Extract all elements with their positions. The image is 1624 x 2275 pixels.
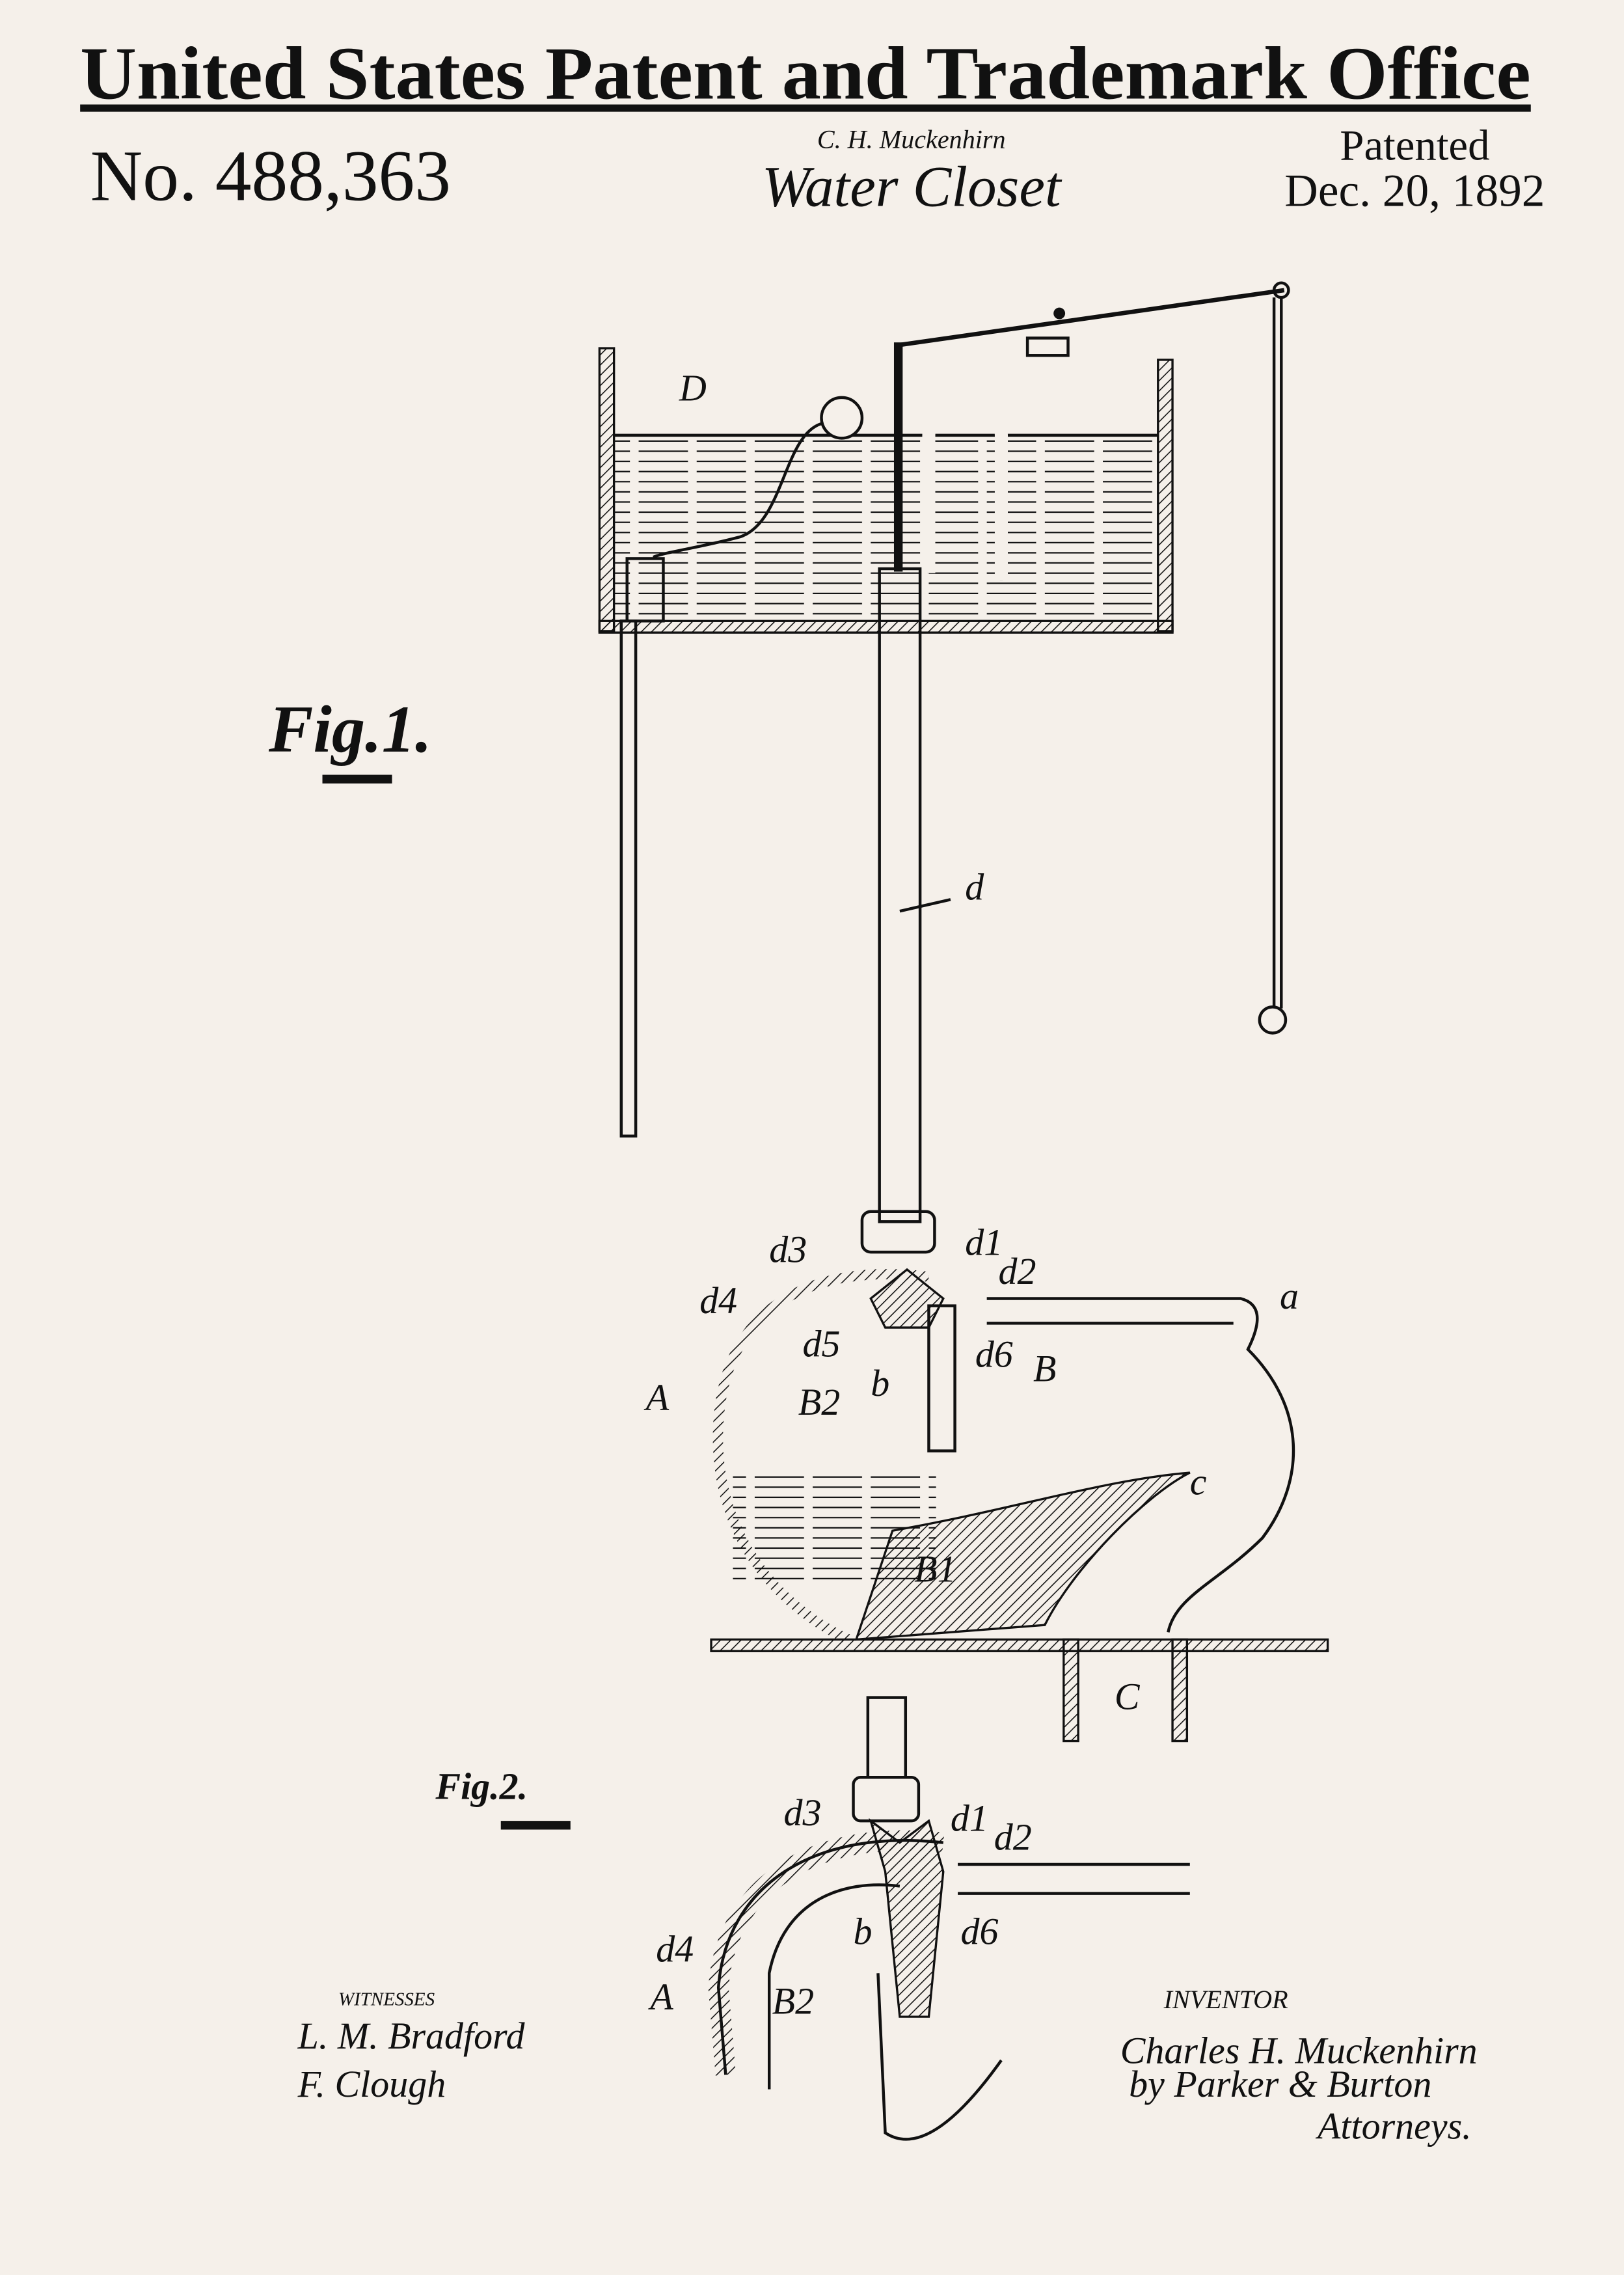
- patent-number: No. 488,363: [90, 137, 451, 217]
- witness-signature-1: L. M. Bradford: [297, 2015, 526, 2057]
- label-A: A: [643, 1376, 670, 1419]
- flush-pipe: d: [860, 567, 984, 1254]
- attorney-signature: by Parker & Burton: [1129, 2063, 1431, 2105]
- label-d4: d4: [699, 1279, 737, 1322]
- figure-2: Fig.2. d3 d1 d2 d6 b d4 A B2: [435, 1696, 1190, 2141]
- header: United States Patent and Trademark Offic…: [80, 33, 1545, 219]
- cistern-tank: D: [598, 281, 1290, 1138]
- fig2-label-d6: d6: [961, 1911, 999, 1953]
- label-B2: B2: [798, 1381, 840, 1423]
- float-ball: [820, 396, 864, 440]
- fig2-label: Fig.2.: [435, 1765, 528, 1808]
- label-d6: d6: [975, 1333, 1013, 1375]
- label-a: a: [1280, 1275, 1299, 1317]
- patented-label: Patented: [1340, 121, 1489, 169]
- header-rule: [80, 104, 1531, 112]
- label-d: d: [965, 865, 984, 908]
- label-B: B: [1033, 1348, 1056, 1390]
- label-D: D: [679, 366, 707, 409]
- label-b: b: [871, 1362, 889, 1404]
- bowl: d3 d1 d2 d4 a d5 d6 B A B2 b c B1 C: [643, 1221, 1329, 1743]
- inventor-label: INVENTOR: [1163, 1985, 1288, 2014]
- fig1-label: Fig.1.: [268, 693, 432, 767]
- label-B1: B1: [914, 1547, 956, 1590]
- label-C: C: [1115, 1675, 1141, 1717]
- attorneys-label: Attorneys.: [1315, 2105, 1472, 2147]
- witness-signature-2: F. Clough: [297, 2063, 446, 2105]
- label-c: c: [1190, 1460, 1207, 1503]
- fig2-label-d4: d4: [656, 1928, 694, 1970]
- patent-date: Dec. 20, 1892: [1284, 165, 1545, 217]
- office-title: United States Patent and Trademark Offic…: [80, 33, 1531, 116]
- pull-handle: [1258, 1005, 1288, 1035]
- fig1-label-underline: [322, 774, 392, 783]
- label-d3: d3: [769, 1229, 807, 1271]
- invention-title: Water Closet: [762, 156, 1062, 219]
- label-d5: d5: [803, 1323, 841, 1365]
- fig2-label-d3: d3: [784, 1791, 822, 1834]
- fig2-label-b: b: [854, 1911, 873, 1953]
- label-d1: d1: [965, 1221, 1003, 1264]
- fig2-label-A: A: [647, 1976, 673, 2018]
- inventor-name: C. H. Muckenhirn: [817, 124, 1006, 154]
- witnesses-label: WITNESSES: [338, 1989, 435, 2009]
- fig2-label-B2: B2: [772, 1980, 814, 2023]
- fig2-label-d1: d1: [951, 1797, 988, 1840]
- fig2-label-d2: d2: [994, 1816, 1032, 1859]
- inventor-signature: Charles H. Muckenhirn: [1120, 2029, 1478, 2071]
- figure-1: Fig.1. D: [268, 281, 1329, 1743]
- label-d2: d2: [999, 1250, 1036, 1292]
- signatures: WITNESSES L. M. Bradford F. Clough INVEN…: [297, 1985, 1478, 2147]
